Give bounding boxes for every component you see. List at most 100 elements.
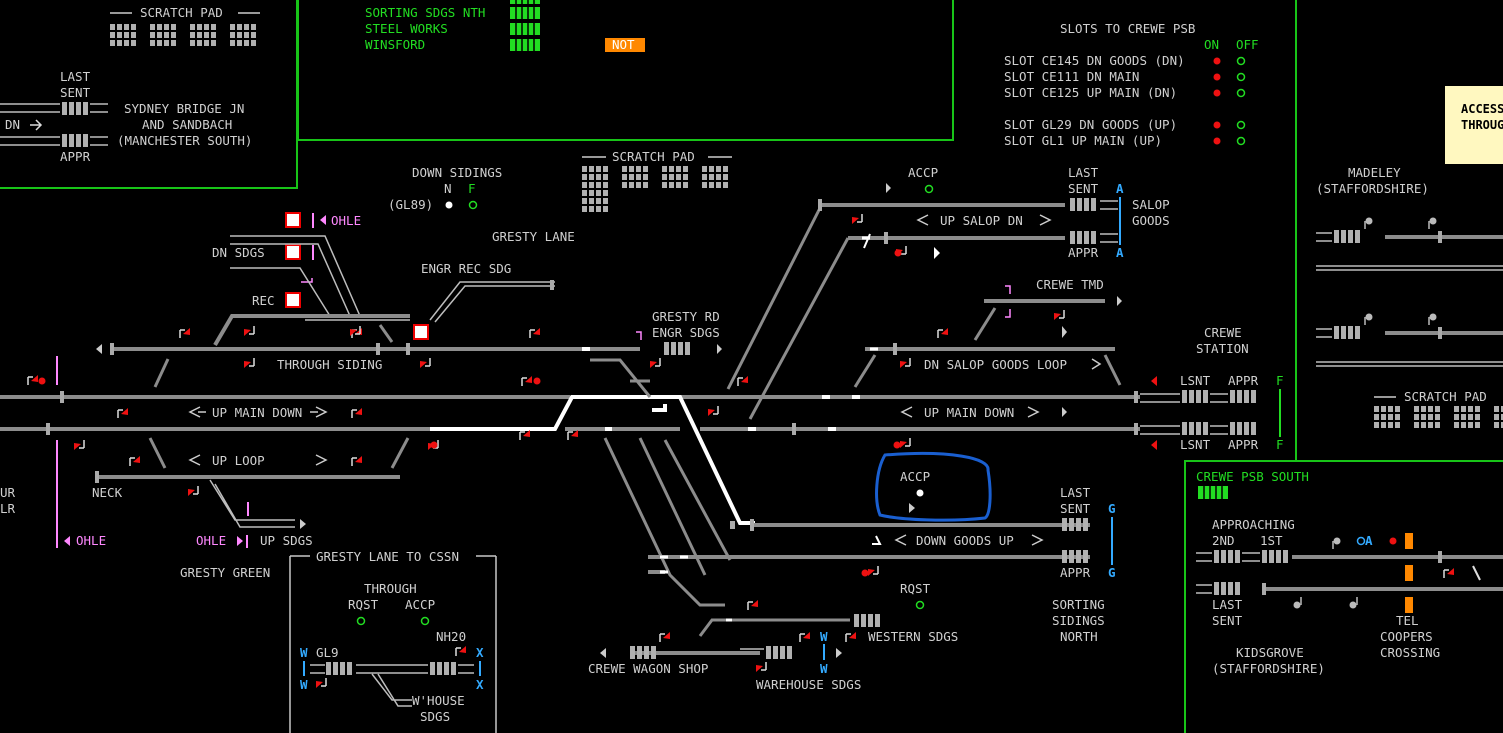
down-sidings-n-indicator[interactable] <box>445 201 453 209</box>
steel-works-label: STEEL WORKS <box>365 21 448 36</box>
through-accp-indicator[interactable] <box>420 616 430 626</box>
station-lsnt-berth-dn[interactable] <box>1182 422 1208 435</box>
ohle-isolation-1[interactable] <box>285 212 301 228</box>
slots-panel: SLOTS TO CREWE PSB ON OFF SLOT CE145 DN … <box>1004 0 1297 460</box>
not-badge[interactable]: NOT <box>605 37 645 52</box>
svg-text:SCRATCH PAD: SCRATCH PAD <box>1404 389 1487 404</box>
slot-row-2[interactable]: SLOT CE111 DN MAIN <box>1004 69 1246 84</box>
up-main-down-label-right: UP MAIN DOWN <box>924 405 1014 420</box>
svg-text:APPR: APPR <box>1228 373 1259 388</box>
engr-sdgs-berth[interactable] <box>664 342 690 355</box>
svg-text:THROUG: THROUG <box>1461 118 1503 132</box>
slot-row-3[interactable]: SLOT CE125 UP MAIN (DN) <box>1004 85 1246 100</box>
svg-text:A: A <box>1116 245 1124 260</box>
svg-text:UR: UR <box>0 485 16 500</box>
nh20-berth[interactable] <box>430 662 456 675</box>
svg-text:AND SANDBACH: AND SANDBACH <box>142 117 232 132</box>
svg-text:SENT: SENT <box>1212 613 1243 628</box>
sydney-bridge-label: SYDNEY BRIDGE JN <box>124 101 244 116</box>
svg-text:OHLE: OHLE <box>331 213 361 228</box>
svg-text:W: W <box>300 677 308 692</box>
svg-text:CREWE WAGON SHOP: CREWE WAGON SHOP <box>588 661 708 676</box>
svg-text:ACCP: ACCP <box>405 597 435 612</box>
dn-sdgs-isolation[interactable] <box>285 244 301 260</box>
svg-text:OFF: OFF <box>1236 37 1259 52</box>
slot-row-1[interactable]: SLOT CE145 DN GOODS (DN) <box>1004 53 1246 68</box>
svg-text:X: X <box>476 677 484 692</box>
station-lsnt-berth-up[interactable] <box>1182 390 1208 403</box>
svg-text:ON: ON <box>1204 37 1219 52</box>
level-crossing-indicator-1[interactable] <box>1405 533 1413 549</box>
svg-text:ACCP: ACCP <box>908 165 938 180</box>
svg-text:DN: DN <box>5 117 20 132</box>
salop-accp-indicator[interactable] <box>924 184 934 194</box>
svg-text:GRESTY GREEN: GRESTY GREEN <box>180 565 270 580</box>
svg-text:F: F <box>1276 373 1284 388</box>
psb-south-last-sent-berth[interactable] <box>1214 582 1240 595</box>
western-sdgs-berth[interactable] <box>854 614 880 627</box>
salop-last-sent-berth[interactable] <box>1070 198 1096 211</box>
svg-text:A: A <box>1365 533 1373 548</box>
svg-text:NH20: NH20 <box>436 629 466 644</box>
level-crossing-indicator-3[interactable] <box>1405 597 1413 613</box>
down-sidings-f-indicator[interactable] <box>468 200 478 210</box>
appr-berth[interactable] <box>62 134 88 147</box>
rec-isolation[interactable] <box>285 292 301 308</box>
svg-text:GOODS: GOODS <box>1132 213 1170 228</box>
green-indicator-blocks <box>510 0 540 52</box>
svg-text:SLOT CE145 DN GOODS (DN): SLOT CE145 DN GOODS (DN) <box>1004 53 1185 68</box>
slot-row-4[interactable]: SLOT GL29 DN GOODS (UP) <box>1004 117 1246 132</box>
down-goods-rqst-indicator[interactable] <box>915 600 925 610</box>
engr-rec-isolation[interactable] <box>413 324 429 340</box>
approaching-2nd-berth[interactable] <box>1214 550 1240 563</box>
top-center-panel: SORTING SDGS NTH STEEL WORKS WINSFORD NO… <box>297 0 954 141</box>
approaching-1st-berth[interactable] <box>1262 550 1288 563</box>
through-rqst-indicator[interactable] <box>356 616 366 626</box>
svg-text:SENT: SENT <box>1068 181 1099 196</box>
last-sent-berth[interactable] <box>62 102 88 115</box>
sorting-sdgs-nth-label: SORTING SDGS NTH <box>365 5 485 20</box>
svg-text:GRESTY LANE TO CSSN: GRESTY LANE TO CSSN <box>316 549 459 564</box>
svg-text:(STAFFORDSHIRE): (STAFFORDSHIRE) <box>1316 181 1429 196</box>
madeley-berth-1[interactable] <box>1334 230 1360 243</box>
svg-text:SLOT CE125 UP MAIN (DN): SLOT CE125 UP MAIN (DN) <box>1004 85 1177 100</box>
svg-text:APPROACHING: APPROACHING <box>1212 517 1295 532</box>
svg-text:1ST: 1ST <box>1260 533 1283 548</box>
madeley-berth-2[interactable] <box>1334 326 1360 339</box>
svg-text:A: A <box>1116 181 1124 196</box>
svg-text:APPR: APPR <box>1228 437 1259 452</box>
svg-text:DN SDGS: DN SDGS <box>212 245 265 260</box>
svg-text:NORTH: NORTH <box>1060 629 1098 644</box>
svg-text:SCRATCH PAD: SCRATCH PAD <box>612 149 695 164</box>
gl9-berth[interactable] <box>326 662 352 675</box>
svg-text:X: X <box>476 645 484 660</box>
slot-row-5[interactable]: SLOT GL1 UP MAIN (UP) <box>1004 133 1246 148</box>
winsford-label: WINSFORD <box>365 37 425 52</box>
svg-text:LAST: LAST <box>60 69 91 84</box>
salop-appr-berth[interactable] <box>1070 231 1096 244</box>
gresty-lane-cssn-box: GRESTY LANE TO CSSN THROUGH RQST ACCP W … <box>289 549 497 733</box>
level-crossing-indicator-2[interactable] <box>1405 565 1413 581</box>
scratch-pad-3[interactable] <box>1374 406 1503 428</box>
svg-text:CREWE TMD: CREWE TMD <box>1036 277 1104 292</box>
scratch-pad[interactable] <box>110 24 256 46</box>
warehouse-sdgs-berth[interactable] <box>766 646 792 659</box>
svg-text:2ND: 2ND <box>1212 533 1235 548</box>
svg-text:WESTERN SDGS: WESTERN SDGS <box>868 629 958 644</box>
svg-text:G: G <box>1108 501 1116 516</box>
down-sidings-label: DOWN SIDINGS <box>412 165 502 180</box>
station-appr-berth-dn[interactable] <box>1230 422 1256 435</box>
svg-text:NOT: NOT <box>612 37 635 52</box>
svg-text:G: G <box>1108 565 1116 580</box>
scratch-pad-2[interactable] <box>582 166 728 212</box>
station-appr-berth-up[interactable] <box>1230 390 1256 403</box>
down-goods-area: ACCP DOWN GOODS UP LAST SENT APPR G G RQ… <box>700 452 1116 644</box>
blue-annotation-scribble <box>875 452 992 522</box>
svg-text:STATION: STATION <box>1196 341 1249 356</box>
svg-text:SDGS: SDGS <box>420 709 450 724</box>
accp-label: ACCP <box>900 469 930 484</box>
down-goods-accp-indicator[interactable] <box>916 489 924 497</box>
main-lines: UP MAIN DOWN UP MAIN DOWN UP LOOP NECK O… <box>0 207 1140 580</box>
scratch-pad-title: SCRATCH PAD <box>140 5 223 20</box>
